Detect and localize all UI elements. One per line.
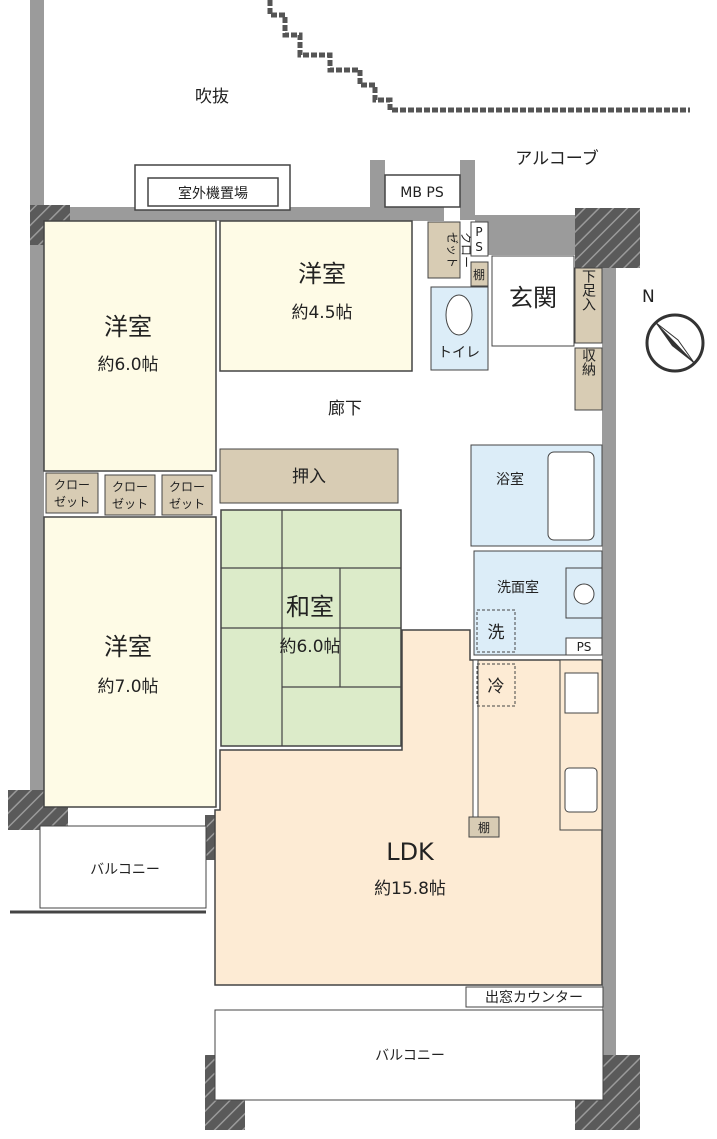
- void-area: 吹抜: [195, 0, 690, 113]
- room-western-6: [43, 220, 217, 472]
- oshiire: [219, 448, 399, 504]
- svg-text:ゼット: ゼット: [169, 497, 205, 511]
- balcony-west: [39, 825, 207, 909]
- svg-text:クロー: クロー: [112, 480, 148, 494]
- closet-upper: ゼット クロー: [427, 221, 473, 279]
- washroom-label: 洗面室: [497, 579, 539, 596]
- outdoor-unit-label: 室外機置場: [178, 185, 248, 202]
- room-name: 洋室: [104, 313, 152, 341]
- room-name: 洋室: [104, 633, 152, 661]
- bay-window-counter-label: 出窓カウンター: [485, 989, 583, 1006]
- balcony-label: バルコニー: [90, 862, 160, 878]
- room-western-4-5: [219, 220, 413, 372]
- oshiire-label: 押入: [292, 467, 326, 487]
- svg-text:ゼット: ゼット: [112, 497, 148, 511]
- wall: [460, 160, 475, 220]
- entrance-label: 玄関: [509, 284, 557, 312]
- room-name: 和室: [286, 593, 334, 621]
- compass: N: [642, 287, 705, 373]
- ps-label: P: [475, 225, 482, 239]
- bay-window-counter: [465, 986, 604, 1008]
- storage: 収納: [574, 347, 603, 411]
- wall: [475, 215, 575, 255]
- toilet-icon: [445, 294, 473, 336]
- ps-label: PS: [577, 640, 592, 654]
- svg-text:クロー: クロー: [169, 480, 205, 494]
- wall: [370, 160, 385, 220]
- svg-text:収納: 収納: [580, 348, 596, 377]
- shelf-label: 棚: [473, 267, 485, 282]
- mb-ps-label: MB PS: [400, 185, 444, 201]
- bathtub-icon: [547, 451, 595, 541]
- ps-box: [470, 221, 489, 257]
- room-size: 約15.8帖: [374, 879, 446, 899]
- toilet-label: トイレ: [438, 345, 480, 361]
- fridge-label: 冷: [488, 677, 505, 697]
- room-size: 約7.0帖: [97, 677, 158, 697]
- mb-ps: [384, 174, 461, 208]
- svg-text:ゼット: ゼット: [445, 232, 459, 268]
- entrance: [491, 255, 575, 347]
- shelf: [468, 816, 500, 838]
- svg-text:クロー: クロー: [54, 478, 90, 492]
- bath-label: 浴室: [496, 471, 524, 488]
- void-label: 吹抜: [195, 87, 229, 107]
- shoe-storage: 下足入: [574, 267, 603, 344]
- svg-text:ゼット: ゼット: [54, 495, 90, 509]
- compass-north-label: N: [642, 287, 655, 307]
- closet: クロー ゼット: [45, 472, 99, 514]
- wall-east: [602, 265, 616, 1065]
- room-western-7: [43, 516, 217, 808]
- room-size: 約6.0帖: [279, 637, 340, 657]
- room-size: 約4.5帖: [291, 303, 352, 323]
- hallway-label: 廊下: [328, 399, 362, 419]
- balcony-label: バルコニー: [375, 1048, 445, 1064]
- pillar: [575, 208, 640, 268]
- ps-box: [565, 637, 603, 656]
- stove-icon: [564, 672, 599, 714]
- room-ldk: [214, 629, 603, 986]
- wall-west: [30, 0, 44, 795]
- closet: クロー ゼット: [161, 474, 213, 516]
- balcony-south: [214, 1009, 604, 1101]
- washer-label: 洗: [488, 623, 505, 643]
- ps-label: S: [475, 240, 483, 254]
- svg-text:クロー: クロー: [459, 232, 473, 268]
- closet: クロー ゼット: [104, 474, 156, 516]
- svg-text:下足入: 下足入: [580, 269, 596, 311]
- kitchen-sink-icon: [564, 767, 598, 813]
- shelf: [470, 261, 489, 287]
- room-name: 洋室: [298, 260, 346, 288]
- alcove-label: アルコーブ: [515, 148, 598, 169]
- shelf-label: 棚: [478, 820, 490, 835]
- room-size: 約6.0帖: [97, 355, 158, 375]
- room-name: LDK: [386, 838, 435, 866]
- room-japanese: 和室 約6.0帖: [220, 509, 402, 747]
